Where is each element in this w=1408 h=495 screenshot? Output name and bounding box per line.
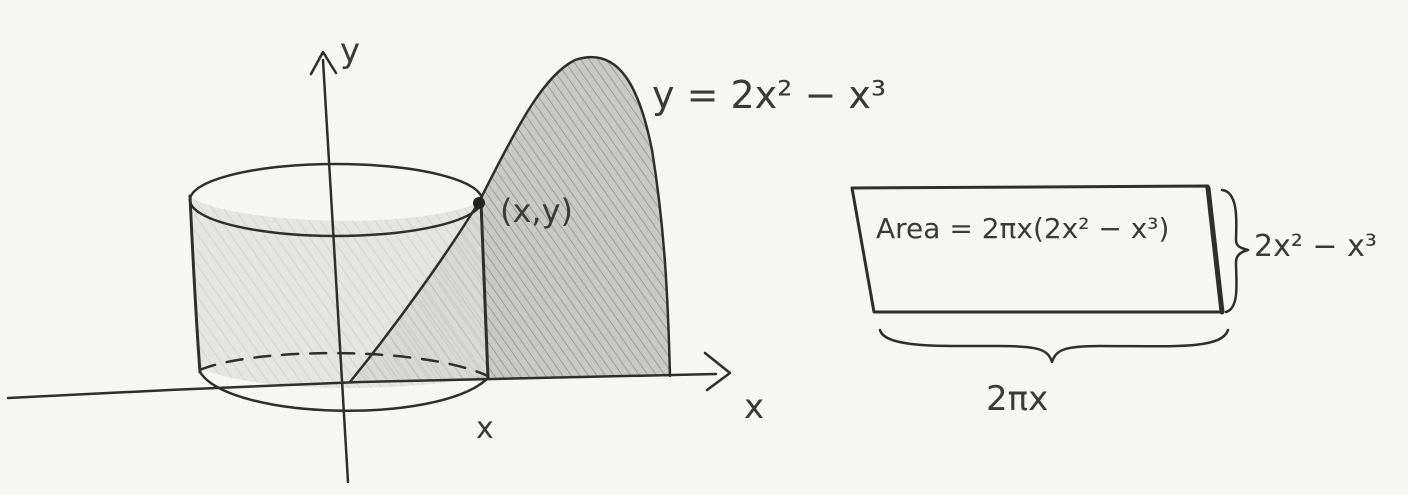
x-axis-label: x <box>744 387 764 427</box>
strip-width-label: 2πx <box>986 379 1048 419</box>
strip-height-label: 2x² − x³ <box>1254 229 1377 264</box>
height-brace <box>1220 188 1250 314</box>
x-axis-line <box>6 372 718 400</box>
y-axis-arrow-icon <box>309 50 338 76</box>
cylinder-bottom-front <box>198 370 490 412</box>
curve-equation: y = 2x² − x³ <box>652 73 886 117</box>
strip-area-label: Area = 2πx(2x² − x³) <box>876 212 1169 245</box>
curve <box>348 55 672 384</box>
shell-shading <box>192 198 486 389</box>
width-brace <box>878 328 1230 364</box>
cylinder-bottom-back <box>198 351 490 378</box>
x-position-label: x <box>476 411 494 446</box>
cylinder-left-side <box>188 194 202 374</box>
cylinder-right-side <box>479 200 490 380</box>
x-axis-arrow-icon <box>703 351 732 392</box>
strip-rectangle <box>850 184 1224 314</box>
point-label: (x,y) <box>500 192 573 230</box>
y-axis-label: y <box>340 31 360 71</box>
strip-edge <box>1205 185 1225 315</box>
point-marker <box>473 197 485 209</box>
